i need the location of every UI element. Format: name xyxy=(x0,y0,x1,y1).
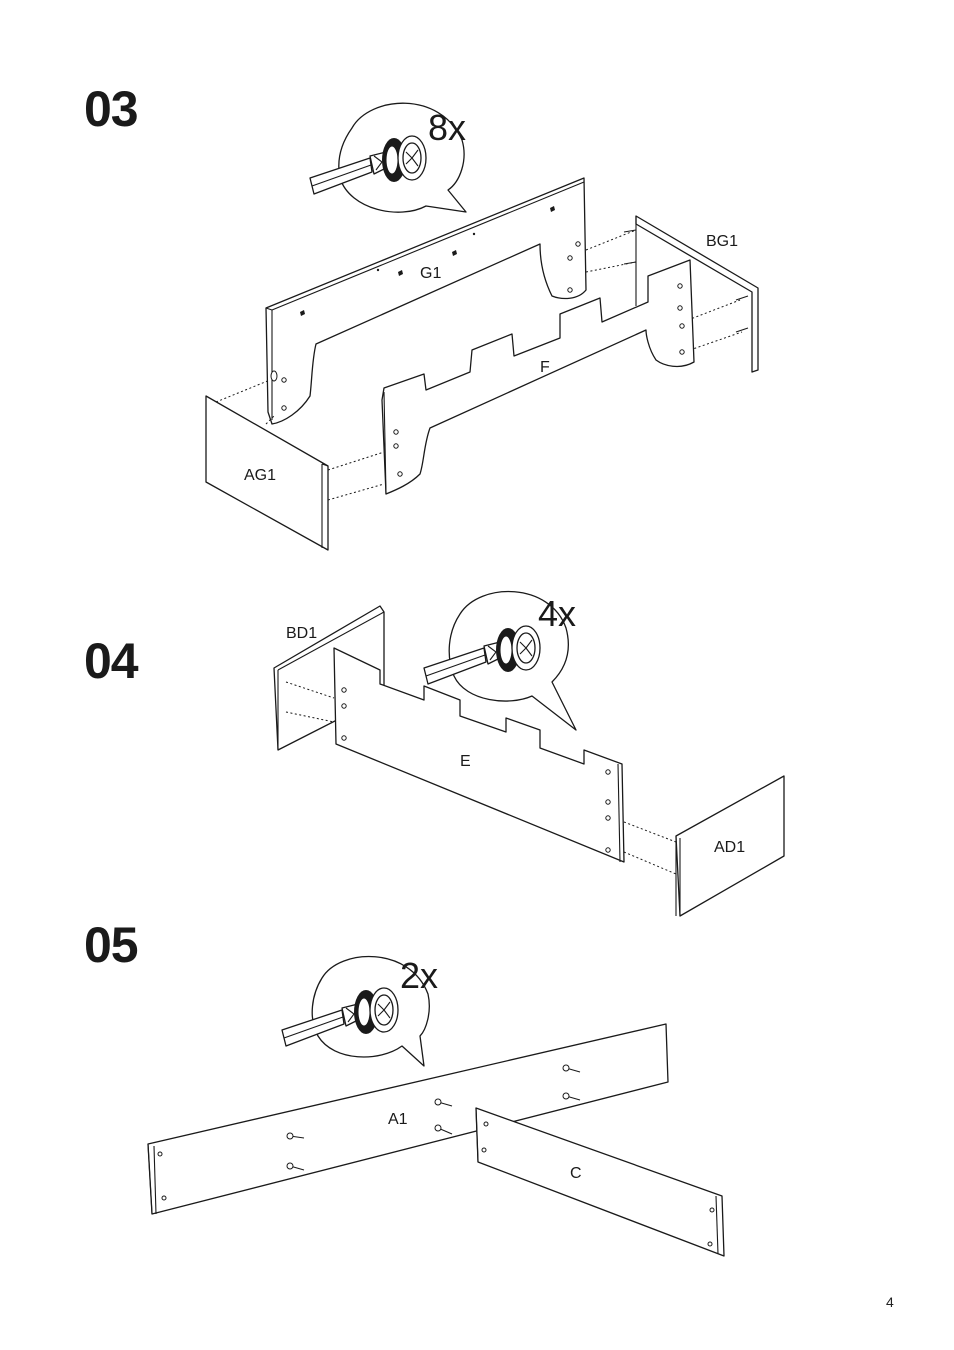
step-04-diagram: 4x BD1 E xyxy=(274,592,784,916)
panel-ad1: AD1 xyxy=(624,776,784,916)
step-03-diagram: 8x G1 xyxy=(206,103,758,550)
part-label-c: C xyxy=(570,1165,582,1182)
page-number: 4 xyxy=(886,1294,894,1310)
part-label-ag1: AG1 xyxy=(244,467,276,484)
quantity-label-05: 2x xyxy=(400,955,438,996)
part-label-ad1: AD1 xyxy=(714,839,745,856)
quantity-label-04: 4x xyxy=(538,593,576,634)
panel-f: F xyxy=(382,260,694,494)
callout-bubble-05: 2x xyxy=(282,955,438,1066)
part-label-e: E xyxy=(460,753,471,770)
callout-bubble-03: 8x xyxy=(310,103,466,212)
part-label-a1: A1 xyxy=(388,1111,408,1128)
quantity-label-03: 8x xyxy=(428,107,466,148)
panel-c: C xyxy=(476,1108,724,1256)
step-05-diagram: 2x A1 xyxy=(148,955,724,1256)
part-label-f: F xyxy=(540,359,550,376)
part-label-bd1: BD1 xyxy=(286,625,317,642)
part-label-g1: G1 xyxy=(420,265,441,282)
part-label-bg1: BG1 xyxy=(706,233,738,250)
